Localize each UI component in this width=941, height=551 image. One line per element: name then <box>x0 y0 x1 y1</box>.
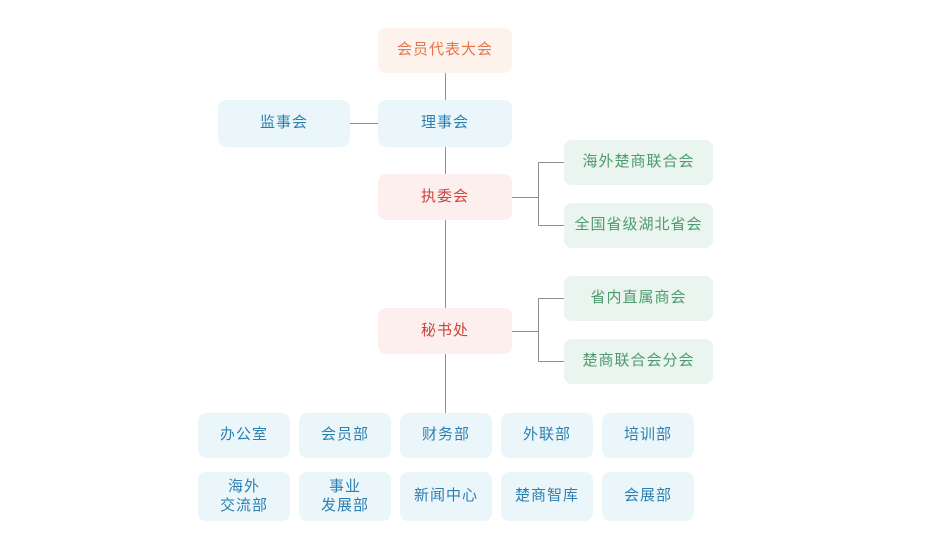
node-dept-membership: 会员部 <box>299 413 391 458</box>
node-dept-finance: 财务部 <box>400 413 492 458</box>
node-dept-office: 办公室 <box>198 413 290 458</box>
node-dept-business-development: 事业 发展部 <box>299 472 391 521</box>
node-dept-training: 培训部 <box>602 413 694 458</box>
node-dept-news-center: 新闻中心 <box>400 472 492 521</box>
node-federation-branches: 楚商联合会分会 <box>564 339 713 384</box>
node-member-assembly: 会员代表大会 <box>378 28 512 73</box>
node-secretariat: 秘书处 <box>378 308 512 354</box>
node-provincial-chambers: 省内直属商会 <box>564 276 713 321</box>
node-national-provincial: 全国省级湖北省会 <box>564 203 713 248</box>
node-dept-think-tank: 楚商智库 <box>501 472 593 521</box>
node-supervisory-board: 监事会 <box>218 100 350 147</box>
node-dept-exhibition: 会展部 <box>602 472 694 521</box>
node-overseas-federation: 海外楚商联合会 <box>564 140 713 185</box>
node-dept-overseas-exchange: 海外 交流部 <box>198 472 290 521</box>
node-executive-committee: 执委会 <box>378 174 512 220</box>
node-dept-external: 外联部 <box>501 413 593 458</box>
node-council: 理事会 <box>378 100 512 147</box>
